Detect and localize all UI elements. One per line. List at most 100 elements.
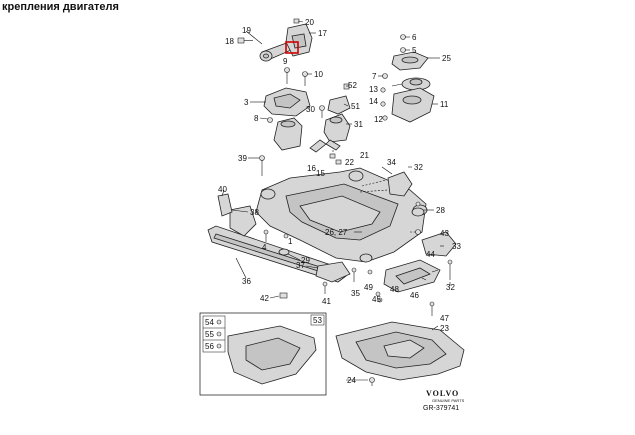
callout-39: 39 [238, 154, 247, 163]
engine-mount-8 [267, 117, 303, 151]
callout-32-upper: 32 [414, 163, 423, 172]
callout-47: 47 [440, 314, 449, 323]
callout-51: 51 [351, 102, 360, 111]
callout-30: 30 [306, 105, 315, 114]
bolt-1 [283, 233, 289, 239]
bolt-41 [322, 281, 328, 294]
link-37 [315, 261, 351, 283]
callout-25: 25 [442, 54, 451, 63]
callout-43: 43 [440, 229, 449, 238]
brand-name: VOLVO [426, 389, 459, 398]
inset-box [199, 312, 327, 396]
bolts-49-48-45 [367, 259, 453, 316]
bolt-35 [351, 267, 357, 282]
mount-7 [382, 73, 431, 91]
callout-22: 22 [345, 158, 354, 167]
callout-19: 19 [242, 26, 251, 35]
callout-42: 42 [260, 294, 269, 303]
callout-35: 35 [351, 289, 360, 298]
callout-21: 21 [360, 151, 369, 160]
mount-cap-25 [391, 51, 429, 71]
callout-14: 14 [369, 97, 378, 106]
bolt-18 [237, 37, 253, 44]
reference-code: GR-379741 [423, 405, 459, 412]
subframe [255, 167, 428, 263]
callout-37: 37 [296, 261, 305, 270]
callout-31: 31 [354, 120, 363, 129]
callout-labels: 20 17 19 18 9 10 3 8 30 52 51 31 21 22 1… [205, 18, 461, 385]
callout-32-lower: 32 [446, 283, 455, 292]
washer-29 [278, 248, 290, 256]
page-title: крепления двигателя [2, 1, 119, 13]
callout-9: 9 [283, 57, 288, 66]
callout-4: 4 [262, 243, 267, 252]
splash-shield [335, 321, 465, 386]
callout-41: 41 [322, 297, 331, 306]
bracket-38 [229, 205, 257, 237]
clip-21-22 [329, 150, 342, 165]
bracket-43 [410, 229, 457, 257]
callout-12: 12 [374, 115, 383, 124]
callout-23: 23 [440, 324, 449, 333]
callout-16: 16 [307, 164, 316, 173]
callout-48: 48 [390, 285, 399, 294]
callout-49: 49 [364, 283, 373, 292]
bolt-4 [263, 229, 269, 242]
callout-3: 3 [244, 98, 249, 107]
callout-18: 18 [225, 37, 234, 46]
bolt-9 [284, 67, 290, 84]
bolt-10 [302, 71, 308, 86]
upper-bracket [285, 23, 313, 57]
callout-44: 44 [426, 250, 435, 259]
bolt-39 [259, 155, 265, 176]
bolt-5 [400, 47, 406, 53]
callout-26-27: 26, 27 [325, 228, 348, 237]
bracket-40 [217, 193, 233, 217]
callout-17: 17 [318, 29, 327, 38]
callout-46: 46 [410, 291, 419, 300]
highlight-box [285, 41, 299, 54]
mount-11 [391, 87, 435, 123]
bolts-13-14 [380, 87, 388, 121]
leader-lines [221, 20, 451, 381]
callout-15: 15 [316, 169, 325, 178]
callout-8: 8 [254, 114, 259, 123]
strap-16 [309, 139, 341, 153]
callout-10: 10 [314, 70, 323, 79]
callout-53: 53 [313, 316, 322, 325]
callout-28: 28 [436, 206, 445, 215]
bolt-42 [279, 292, 288, 299]
mount-31 [323, 113, 351, 143]
callout-40: 40 [218, 185, 227, 194]
callout-13: 13 [369, 85, 378, 94]
callout-56: 56 [205, 342, 214, 351]
callout-24: 24 [347, 376, 356, 385]
callout-36: 36 [242, 277, 251, 286]
callout-6: 6 [412, 33, 417, 42]
callout-52: 52 [348, 81, 357, 90]
link-33-44 [383, 259, 441, 293]
callout-54: 54 [205, 318, 214, 327]
callout-20: 20 [305, 18, 314, 27]
volvo-logo: VOLVO GENUINE PARTS [426, 389, 465, 403]
bracket-34 [359, 171, 413, 197]
bolt-6 [400, 34, 406, 40]
callout-38: 38 [250, 208, 259, 217]
mount-28 [411, 201, 425, 217]
callout-7: 7 [372, 72, 377, 81]
callout-34: 34 [387, 158, 396, 167]
callout-33: 33 [452, 242, 461, 251]
bolt-52 [343, 83, 350, 90]
callout-11: 11 [440, 100, 449, 109]
mount-bracket-3 [263, 87, 311, 117]
mount-51 [327, 95, 351, 115]
callout-45: 45 [372, 295, 381, 304]
callout-5: 5 [412, 46, 417, 55]
bolt-30 [319, 105, 325, 118]
brand-tagline: GENUINE PARTS [432, 398, 465, 403]
callout-29: 29 [301, 256, 310, 265]
callout-1: 1 [288, 237, 293, 246]
callout-55: 55 [205, 330, 214, 339]
